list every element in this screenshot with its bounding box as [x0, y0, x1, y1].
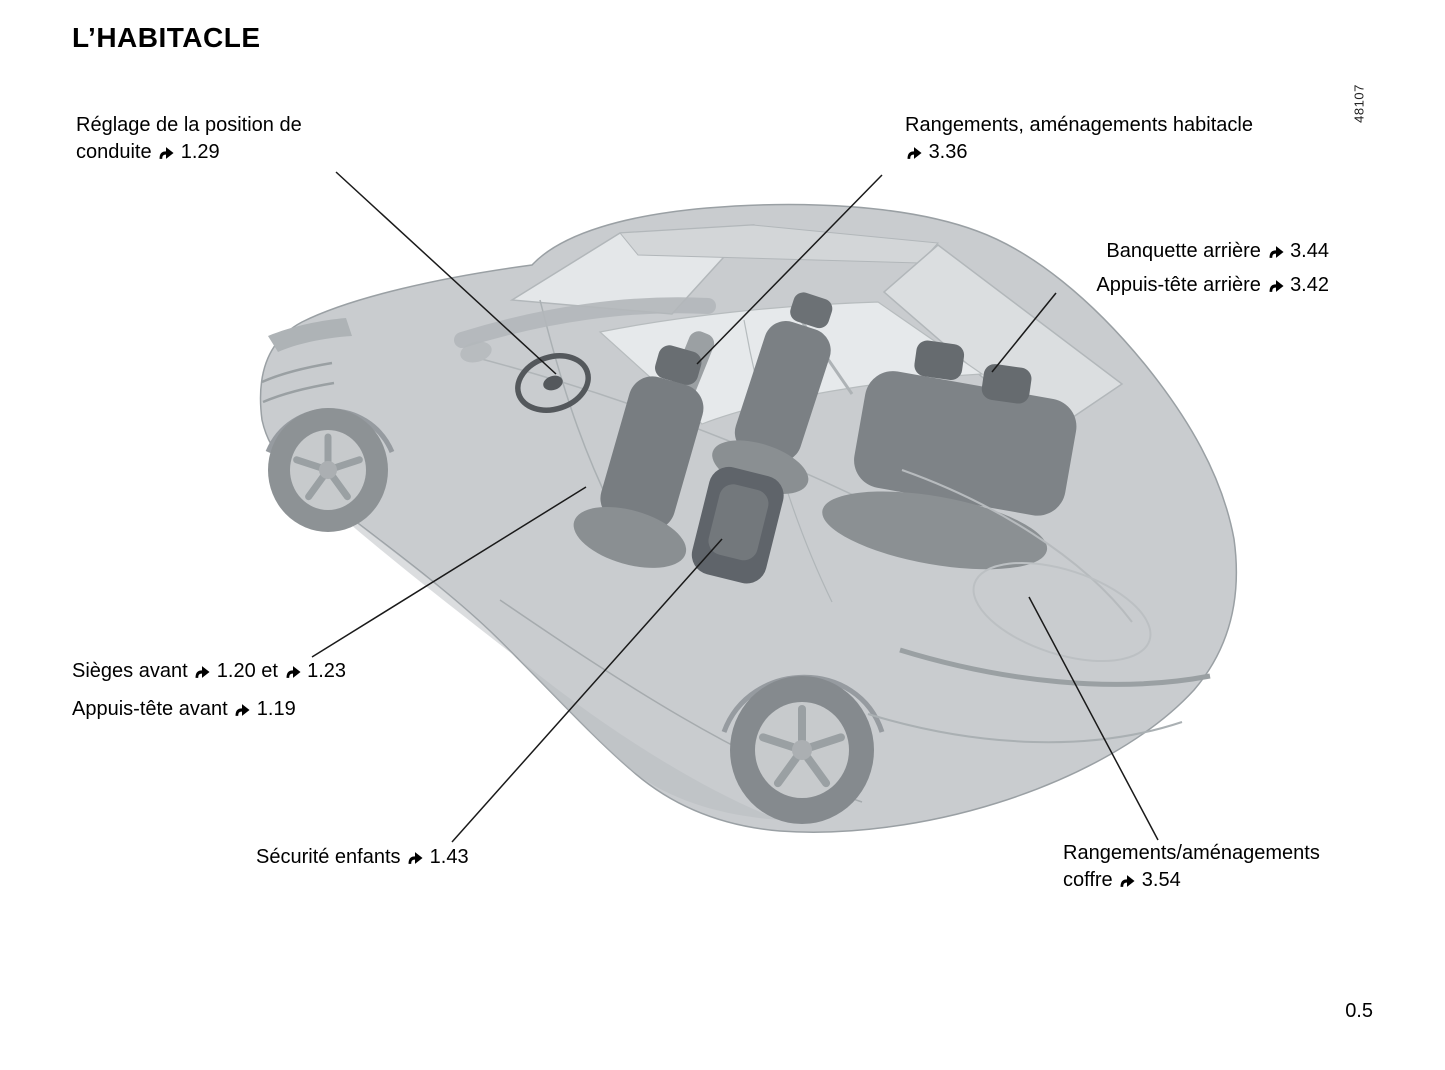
page-title: L’HABITACLE: [72, 22, 261, 53]
page-ref: 3.36: [928, 141, 968, 163]
page-ref: 3.44: [1290, 240, 1329, 262]
callout-text: Rangements/aménagements: [1063, 842, 1320, 864]
grille-line-1: [261, 361, 333, 384]
page-ref-arrow-icon: [195, 666, 210, 678]
callout-text: Sièges avant: [72, 660, 188, 682]
grille-line-2: [262, 381, 335, 404]
rear-bumper-line: [867, 713, 1183, 744]
page-ref: 1.19: [256, 698, 296, 720]
callout-text: Appuis-tête arrière: [1096, 274, 1261, 296]
leader-line-rear-seats: [991, 292, 1057, 373]
steering-wheel: [515, 353, 591, 413]
callout-cabin-storage: Rangements, aménagements habitacle 3.36: [905, 112, 1253, 166]
leader-line-child-safety: [451, 538, 723, 843]
page-ref-arrow-icon: [1269, 246, 1284, 258]
door-mirror: [460, 341, 492, 363]
callout-text: coffre: [1063, 869, 1113, 891]
rear-headrests: [914, 340, 1032, 404]
page-ref-arrow-icon: [159, 147, 174, 159]
page-ref: 1.43: [429, 846, 469, 868]
callout-text: Rangements, aménagements habitacle: [905, 114, 1253, 136]
page-ref: 3.54: [1141, 869, 1181, 891]
page-ref-arrow-icon: [1120, 875, 1135, 887]
callout-rear-seats: Banquette arrière 3.44 Appuis-tête arriè…: [1096, 234, 1329, 302]
callout-text: Réglage de la position de conduite: [76, 114, 302, 163]
headlight: [268, 318, 352, 352]
leader-line-boot-storage: [1028, 596, 1159, 841]
callout-driving-position: Réglage de la position de conduite 1.29: [76, 112, 346, 166]
callout-text: Sécurité enfants: [256, 846, 401, 868]
callout-boot-storage: Rangements/aménagements coffre 3.54: [1063, 840, 1320, 894]
boot-outline: [901, 469, 1133, 623]
page-ref-arrow-icon: [286, 666, 301, 678]
leader-line-driving-position: [335, 171, 557, 375]
page-number: 0.5: [1345, 1000, 1373, 1022]
front-wheel: [268, 408, 388, 532]
page-ref: 1.20: [216, 660, 256, 682]
callout-front-headrests: Appuis-tête avant 1.19: [72, 696, 296, 723]
page-ref-arrow-icon: [1269, 280, 1284, 292]
leader-line-front-seats: [311, 486, 587, 658]
driver-seat: [573, 345, 704, 568]
callout-conjunction: et: [261, 660, 278, 682]
page-ref-arrow-icon: [907, 147, 922, 159]
figure-code: 48107: [1351, 84, 1367, 123]
leader-line-cabin-storage: [696, 174, 883, 365]
dashboard: [454, 297, 716, 348]
page-ref-arrow-icon: [408, 852, 423, 864]
taillight-band: [899, 647, 1211, 687]
callout-text: Appuis-tête avant: [72, 698, 228, 720]
page-ref: 3.42: [1290, 274, 1329, 296]
leader-lines: [311, 171, 1159, 843]
rear-bench: [822, 371, 1077, 570]
callout-child-safety: Sécurité enfants 1.43: [256, 844, 469, 871]
boot-floor: [972, 561, 1152, 663]
callout-front-seats: Sièges avant 1.20 et 1.23: [72, 658, 346, 685]
page-ref-arrow-icon: [235, 704, 250, 716]
car-body-group: [259, 203, 1238, 833]
rear-wheel: [730, 676, 874, 824]
page-ref: 1.23: [307, 660, 347, 682]
page-ref: 1.29: [180, 141, 220, 163]
callout-text: Banquette arrière: [1106, 240, 1261, 262]
child-seat: [691, 466, 784, 584]
